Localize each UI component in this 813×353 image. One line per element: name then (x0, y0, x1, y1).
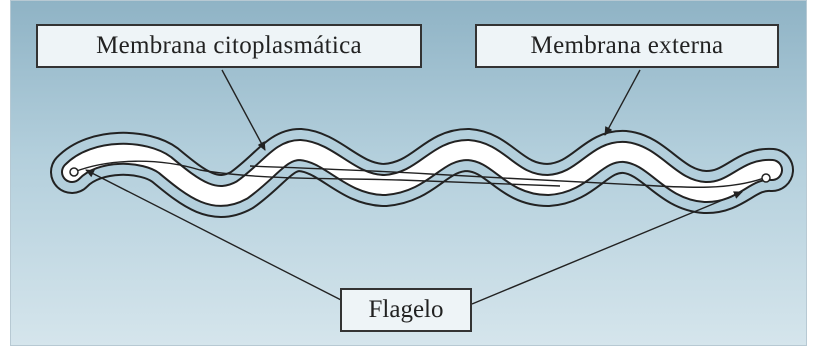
arrow-outer-membrane (604, 69, 641, 136)
arrow-flagellum-right (471, 191, 743, 305)
flagellum-right (249, 165, 765, 188)
label-cytoplasmic-membrane: Membrana citoplasmática (36, 24, 422, 68)
label-cytoplasmic-membrane-text: Membrana citoplasmática (96, 32, 362, 59)
flagellum-left (73, 160, 561, 187)
arrow-flagellum-left (85, 169, 346, 303)
cell-body (63, 141, 781, 205)
label-outer-membrane-text: Membrana externa (530, 32, 724, 59)
label-flagellum: Flagelo (340, 288, 472, 332)
basal-body-right (761, 173, 771, 183)
arrow-cytoplasmic-membrane (221, 69, 266, 151)
label-outer-membrane: Membrana externa (475, 24, 779, 68)
basal-body-left (69, 167, 79, 177)
label-flagellum-text: Flagelo (368, 296, 444, 323)
